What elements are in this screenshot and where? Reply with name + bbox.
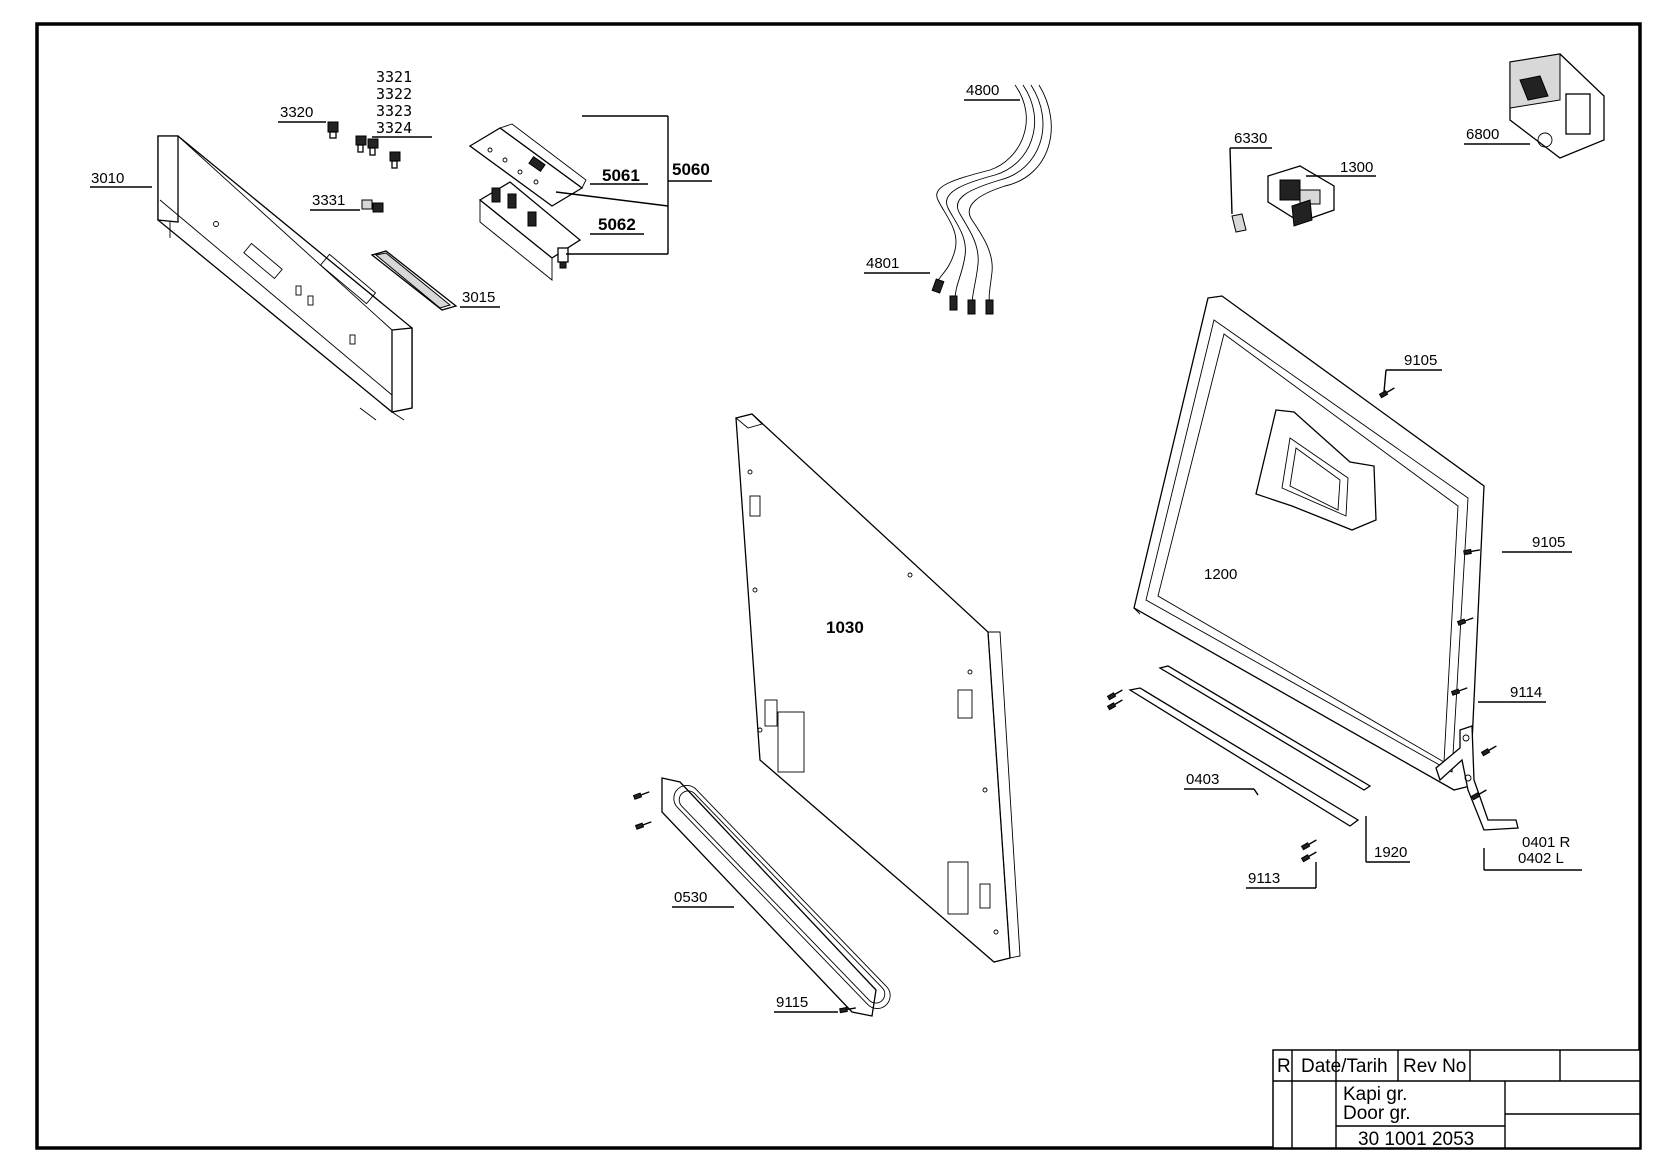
- label-9105-side: 9105: [1532, 534, 1565, 551]
- label-0401: 0401 R: [1522, 834, 1571, 851]
- button-part-3320: [327, 121, 339, 139]
- label-4801: 4801: [866, 255, 899, 272]
- title-block-date-header: Date/Tarih: [1301, 1056, 1388, 1077]
- label-5060: 5060: [672, 160, 710, 179]
- title-block-title-line1: Kapi gr.: [1343, 1084, 1407, 1105]
- label-0530: 0530: [674, 889, 707, 906]
- lock-part-6330: [1231, 213, 1247, 233]
- door-lock-1300: [1267, 165, 1335, 227]
- label-0403: 0403: [1186, 771, 1219, 788]
- electronic-card-5062: [478, 181, 582, 281]
- title-block-drawing-number: 30 1001 2053: [1358, 1129, 1474, 1150]
- label-3323: 3323: [376, 102, 412, 120]
- drawing-frame: [35, 22, 1642, 1150]
- title-block-title-line2: Door gr.: [1343, 1103, 1411, 1124]
- label-5062: 5062: [598, 215, 636, 234]
- label-4800: 4800: [966, 82, 999, 99]
- leader-lines: [90, 99, 1582, 1013]
- label-1200: 1200: [1204, 566, 1237, 583]
- hinge-bracket-0401-0402: [1435, 725, 1519, 831]
- outer-door-panel-1030: [735, 413, 1021, 963]
- label-3010: 3010: [91, 170, 124, 187]
- door-seal-1920: [1158, 665, 1372, 791]
- button-parts-3321-3324: [355, 135, 401, 169]
- button-part-3331: [361, 199, 384, 213]
- part-labels: 3010 3320 3321 3322 3323 3324 3331 3015 …: [91, 68, 1571, 1011]
- label-9115: 9115: [776, 994, 808, 1011]
- label-1920: 1920: [1374, 844, 1407, 861]
- title-block: R Date/Tarih Rev No Kapi gr. Door gr. 30…: [1272, 1049, 1641, 1150]
- label-3320: 3320: [280, 104, 313, 121]
- label-3015: 3015: [462, 289, 495, 306]
- label-6330: 6330: [1234, 130, 1267, 147]
- label-9113: 9113: [1248, 870, 1280, 887]
- inner-door-1200: [1133, 295, 1485, 791]
- label-3321: 3321: [376, 68, 412, 86]
- label-3322: 3322: [376, 85, 412, 103]
- label-0402: 0402 L: [1518, 850, 1564, 867]
- label-9114: 9114: [1510, 684, 1542, 701]
- title-block-revno-header: Rev No: [1403, 1056, 1466, 1077]
- label-5061: 5061: [602, 166, 640, 185]
- kick-plate-0530: [661, 777, 891, 1017]
- detergent-dispenser-6800: [1509, 53, 1605, 159]
- electronic-card-5061: [468, 123, 587, 207]
- control-panel-3010: [157, 135, 413, 421]
- label-3324: 3324: [376, 119, 412, 137]
- display-window-3015: [370, 250, 458, 311]
- title-block-rev-header: R: [1277, 1056, 1291, 1077]
- screws: [632, 387, 1497, 1014]
- label-3331: 3331: [312, 192, 345, 209]
- label-9105-top: 9105: [1404, 352, 1437, 369]
- door-strip-0403: [1128, 687, 1360, 827]
- label-1300: 1300: [1340, 159, 1373, 176]
- label-6800: 6800: [1466, 126, 1499, 143]
- label-1030: 1030: [826, 618, 864, 637]
- cable-harness-4800: [931, 84, 1052, 315]
